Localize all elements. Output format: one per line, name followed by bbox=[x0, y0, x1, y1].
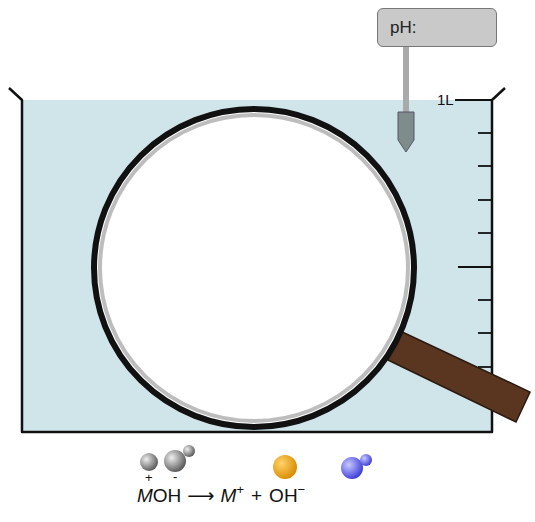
formula-symbol: M bbox=[137, 485, 153, 507]
dissociation-equation: MOH⟶M++OH− bbox=[137, 484, 305, 507]
plus-sign: + bbox=[251, 485, 262, 507]
ph-meter-display: pH: bbox=[377, 8, 497, 47]
reaction-arrow: ⟶ bbox=[187, 484, 214, 507]
ph-probe bbox=[398, 46, 414, 152]
charge-superscript: − bbox=[298, 482, 306, 497]
charge-sign: - bbox=[173, 469, 177, 484]
hydroxide-ion bbox=[341, 454, 372, 479]
ph-readout: pH: bbox=[390, 18, 416, 38]
volume-mark: 1L bbox=[437, 91, 454, 108]
formula-symbol: M bbox=[221, 485, 237, 507]
magnifier-handle bbox=[388, 330, 530, 422]
lens-rim bbox=[100, 115, 408, 421]
metal-ion bbox=[273, 455, 297, 479]
magnifier-lens bbox=[94, 109, 414, 427]
charge-sign: + bbox=[145, 470, 153, 485]
scale-ticks bbox=[455, 100, 492, 400]
formula-symbol: OH bbox=[153, 485, 182, 507]
moh-molecule bbox=[140, 445, 195, 472]
formula-symbol: OH bbox=[269, 485, 298, 507]
liquid bbox=[22, 100, 492, 432]
charge-superscript: + bbox=[236, 482, 244, 497]
